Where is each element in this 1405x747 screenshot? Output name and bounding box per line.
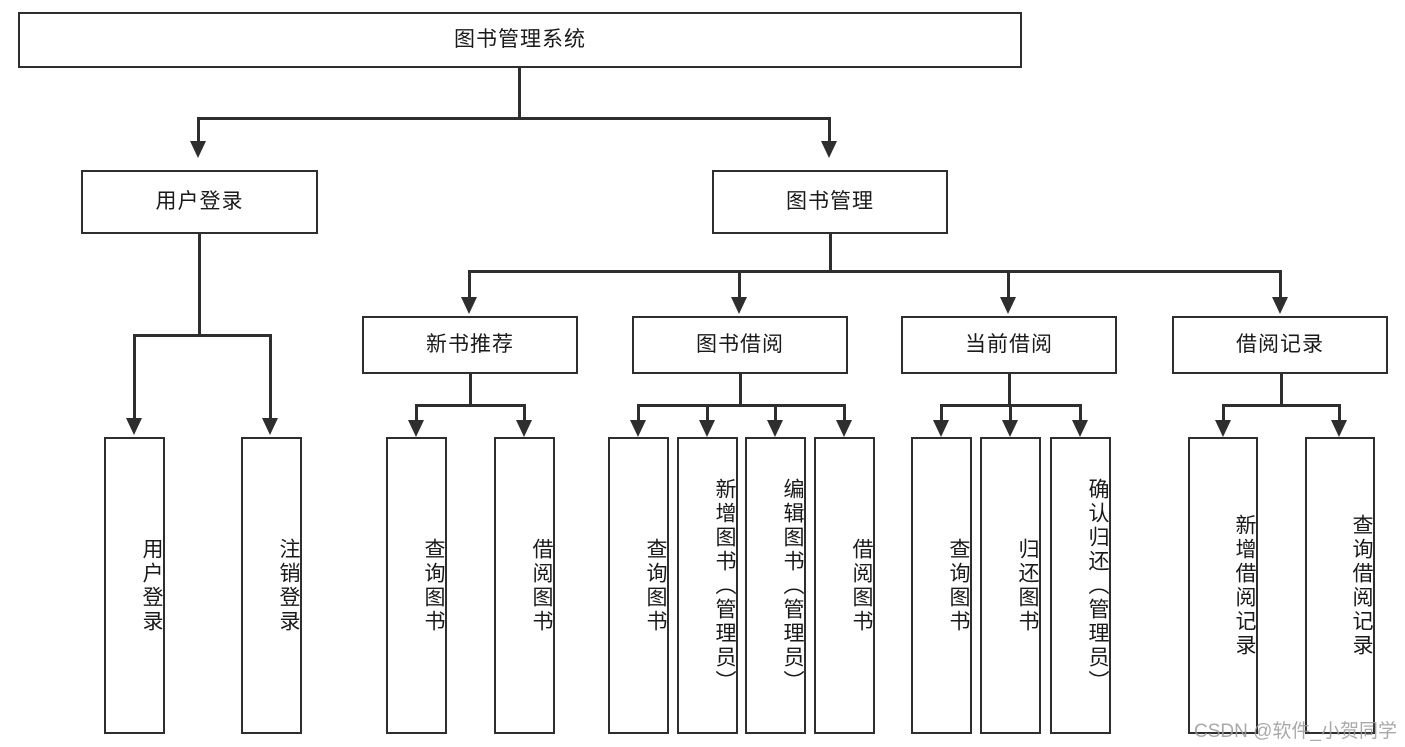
leaf-bb-edit-book-label: 编辑图书（管理员） [781,477,804,694]
connector-nbr-drop-2 [523,404,526,421]
connector-root-left-drop [197,117,200,142]
leaf-bb-edit-book[interactable]: 编辑图书（管理员） [745,437,806,734]
connector-bb-bus [637,404,846,407]
node-root-system[interactable]: 图书管理系统 [18,12,1022,68]
leaf-nbr-borrow-book[interactable]: 借阅图书 [494,437,555,734]
connector-cb-drop-3 [1079,404,1082,421]
connector-book-manage-bus [468,270,1282,273]
arrowhead-to-nbr-leaf-2 [516,420,532,437]
arrowhead-to-cb-leaf-3 [1072,420,1088,437]
leaf-cb-confirm-return[interactable]: 确认归还（管理员） [1050,437,1111,734]
connector-book-manage-stem [829,234,832,272]
connector-br-bus [1222,404,1341,407]
connector-bm-drop-2 [738,270,741,298]
arrowhead-to-leaf-user-login [126,418,142,435]
arrowhead-to-cb-leaf-2 [1002,420,1018,437]
arrowhead-to-bb-leaf-2 [699,420,715,437]
arrowhead-to-bb-leaf-3 [767,420,783,437]
arrowhead-to-borrow-record [1272,297,1288,314]
node-borrow-record[interactable]: 借阅记录 [1172,316,1388,374]
leaf-br-query-record-label: 查询借阅记录 [1350,513,1373,658]
leaf-br-query-record[interactable]: 查询借阅记录 [1305,437,1375,734]
arrowhead-to-br-leaf-2 [1331,420,1347,437]
connector-cb-drop-2 [1009,404,1012,421]
connector-bm-drop-1 [468,270,471,298]
leaf-user-login-label: 用户登录 [140,537,163,634]
connector-nbr-bus [415,404,526,407]
leaf-logout-label: 注销登录 [277,537,300,634]
node-book-borrow[interactable]: 图书借阅 [632,316,848,374]
connector-bm-drop-3 [1007,270,1010,298]
connector-bm-drop-4 [1279,270,1282,298]
connector-nbr-drop-1 [415,404,418,421]
leaf-bb-query-book[interactable]: 查询图书 [608,437,669,734]
leaf-bb-add-book[interactable]: 新增图书（管理员） [677,437,738,734]
connector-bb-drop-2 [706,404,709,421]
connector-cb-stem [1008,374,1011,406]
arrowhead-to-leaf-logout [262,418,278,435]
leaf-cb-confirm-return-label: 确认归还（管理员） [1086,477,1109,694]
connector-user-login-drop-2 [269,334,272,419]
leaf-cb-return-book-label: 归还图书 [1016,537,1039,634]
connector-br-drop-1 [1222,404,1225,421]
arrowhead-to-nbr-leaf-1 [408,420,424,437]
leaf-cb-query-book[interactable]: 查询图书 [911,437,972,734]
connector-root-bus [197,117,831,120]
connector-bb-drop-3 [774,404,777,421]
arrowhead-to-br-leaf-1 [1215,420,1231,437]
node-new-book-recommend[interactable]: 新书推荐 [362,316,578,374]
connector-bb-drop-4 [843,404,846,421]
connector-user-login-drop-1 [133,334,136,419]
leaf-br-add-record-label: 新增借阅记录 [1233,513,1256,658]
connector-user-login-stem [198,234,201,336]
connector-br-drop-2 [1338,404,1341,421]
connector-bb-stem [739,374,742,406]
leaf-bb-borrow-book[interactable]: 借阅图书 [814,437,875,734]
node-book-manage[interactable]: 图书管理 [712,170,948,234]
leaf-cb-query-book-label: 查询图书 [947,537,970,634]
leaf-cb-return-book[interactable]: 归还图书 [980,437,1041,734]
arrowhead-to-new-book-recommend [461,297,477,314]
leaf-bb-query-book-label: 查询图书 [644,537,667,634]
connector-cb-drop-1 [940,404,943,421]
connector-root-right-drop [828,117,831,142]
arrowhead-to-bb-leaf-1 [630,420,646,437]
leaf-nbr-query-book-label: 查询图书 [422,537,445,634]
leaf-bb-borrow-book-label: 借阅图书 [850,537,873,634]
leaf-user-login[interactable]: 用户登录 [104,437,165,734]
arrowhead-to-book-manage [821,141,837,158]
leaf-logout[interactable]: 注销登录 [241,437,302,734]
connector-user-login-bus [133,334,272,337]
leaf-nbr-query-book[interactable]: 查询图书 [386,437,447,734]
arrowhead-to-book-borrow [731,297,747,314]
connector-root-stem [518,68,521,118]
leaf-nbr-borrow-book-label: 借阅图书 [530,537,553,634]
connector-br-stem [1280,374,1283,406]
leaf-br-add-record[interactable]: 新增借阅记录 [1188,437,1258,734]
connector-nbr-stem [469,374,472,406]
arrowhead-to-current-borrow [1000,297,1016,314]
node-user-login[interactable]: 用户登录 [81,170,318,234]
arrowhead-to-cb-leaf-1 [933,420,949,437]
connector-bb-drop-1 [637,404,640,421]
node-current-borrow[interactable]: 当前借阅 [901,316,1117,374]
leaf-bb-add-book-label: 新增图书（管理员） [713,477,736,694]
arrowhead-to-user-login [190,141,206,158]
arrowhead-to-bb-leaf-4 [836,420,852,437]
